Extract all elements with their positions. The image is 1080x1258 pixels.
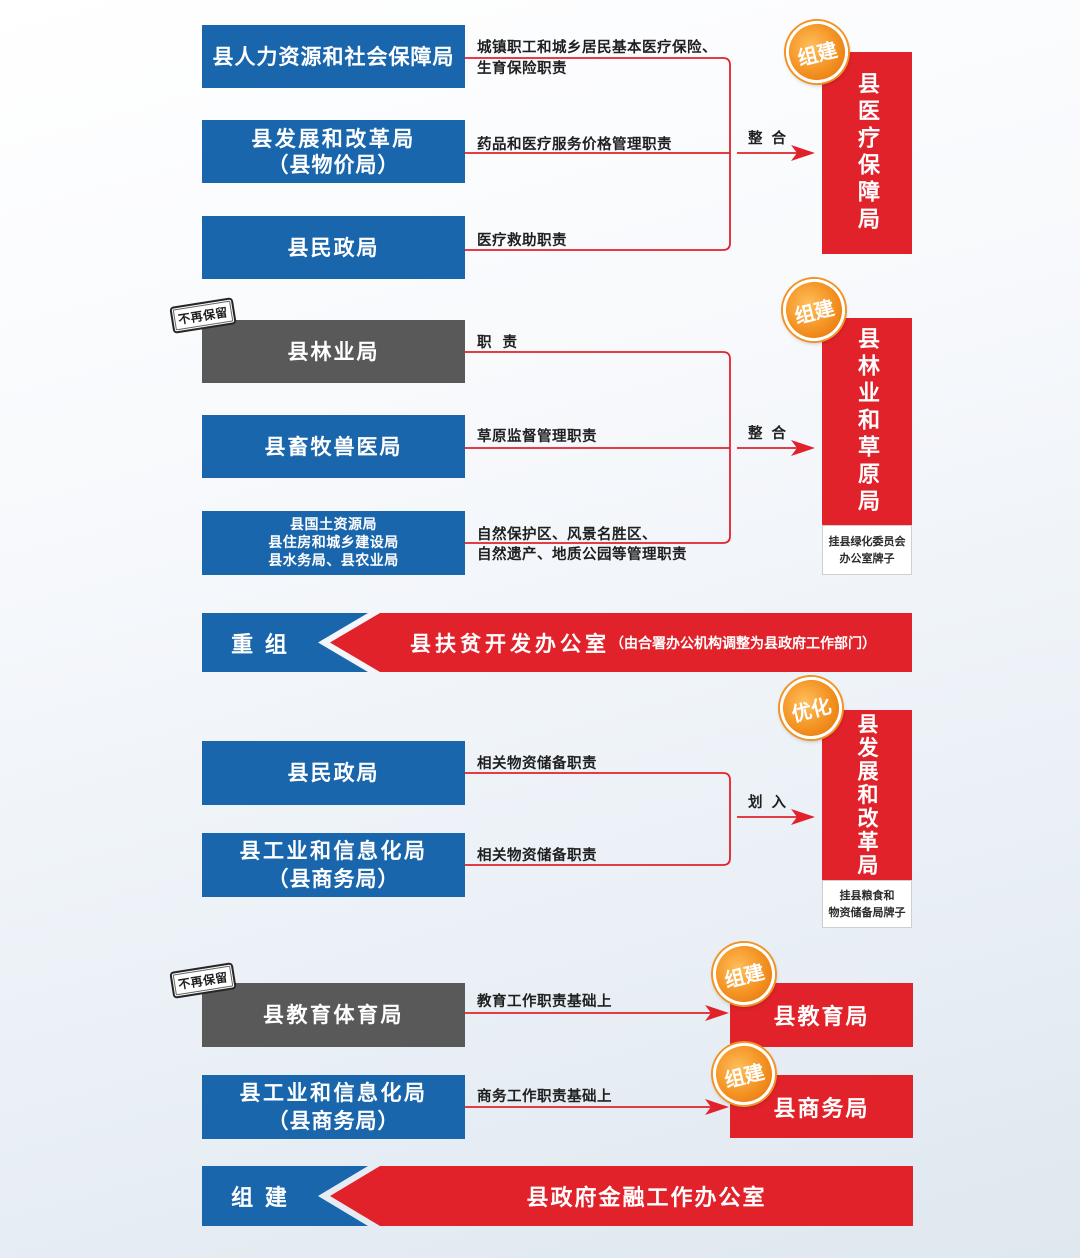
restructure-tag-shape	[202, 613, 368, 672]
right-arrow-icon	[465, 1005, 729, 1021]
target-name: 县教育局	[773, 1004, 870, 1030]
poverty-office-name: 县扶贫开发办公室	[410, 630, 610, 656]
source-name-sub: （县商务局）	[267, 866, 400, 891]
source-name: 县工业和信息化局	[239, 838, 428, 863]
duty-label: 相关物资储备职责	[477, 848, 597, 864]
source-box-industry-it: 县工业和信息化局 （县商务局）	[202, 1075, 465, 1139]
duty-label: 城镇职工和城乡居民基本医疗保险、	[477, 40, 717, 56]
target-box-development-reform: 县发展和改革局	[822, 710, 912, 880]
duty-label: 药品和医疗服务价格管理职责	[477, 137, 672, 153]
target-name: 县林业和草原局	[854, 327, 880, 516]
target-note-line: 办公室牌子	[839, 552, 895, 565]
source-box-land-housing-water-agriculture: 县国土资源局 县住房和城乡建设局 县水务局、县农业局	[202, 511, 465, 575]
target-note: 挂县粮食和 物资储备局牌子	[822, 880, 912, 928]
forestry-merge-connector	[465, 351, 731, 544]
source-name: 县发展和改革局	[251, 125, 416, 151]
source-box-civil-affairs: 县民政局	[202, 216, 465, 279]
duty-label: 自然保护区、风景名胜区、	[477, 527, 657, 543]
source-name: 县工业和信息化局	[239, 1080, 428, 1105]
target-note-line: 挂县绿化委员会	[828, 535, 906, 548]
restructure-label: 重 组	[231, 631, 289, 658]
source-name: 县国土资源局	[290, 517, 377, 533]
source-name: 县水务局、县农业局	[268, 553, 399, 569]
target-name: 县医疗保障局	[854, 72, 880, 234]
merge-action-label: 整 合	[748, 131, 789, 147]
right-arrow-icon	[737, 145, 815, 161]
establish-label: 组 建	[231, 1185, 289, 1211]
right-arrow-icon	[737, 809, 815, 825]
duty-label: 生育保险职责	[477, 61, 567, 77]
target-box-commerce: 县商务局	[730, 1075, 913, 1138]
source-box-education-sports: 县教育体育局	[202, 983, 465, 1047]
merge-action-label: 整 合	[748, 426, 789, 442]
right-arrow-icon	[465, 1099, 729, 1115]
duty-label: 草原监督管理职责	[477, 429, 597, 445]
duty-label: 相关物资储备职责	[477, 756, 597, 772]
target-box-forestry-grassland: 县林业和草原局	[822, 318, 912, 525]
transfer-action-label: 划 入	[748, 795, 789, 811]
target-name: 县发展和改革局	[855, 712, 880, 878]
source-name: 县畜牧兽医局	[264, 433, 403, 459]
source-name-sub: （县物价局）	[267, 151, 400, 177]
duty-label: 自然遗产、地质公园等管理职责	[477, 547, 687, 563]
poverty-office-note: （由合署办公机构调整为县政府工作部门）	[610, 635, 876, 652]
source-box-industry-it: 县工业和信息化局 （县商务局）	[202, 833, 465, 897]
source-box-development-reform: 县发展和改革局 （县物价局）	[202, 120, 465, 183]
source-name: 县民政局	[287, 760, 380, 785]
left-arrow-icon	[330, 613, 912, 672]
poverty-office-banner: 县扶贫开发办公室 （由合署办公机构调整为县政府工作部门）	[410, 613, 876, 672]
source-box-animal-husbandry: 县畜牧兽医局	[202, 415, 465, 478]
establish-tag-shape	[202, 1166, 368, 1226]
source-name: 县人力资源和社会保障局	[212, 43, 455, 69]
finance-office-name: 县政府金融工作办公室	[526, 1185, 767, 1211]
left-arrow-icon	[330, 1166, 913, 1226]
source-name: 县住房和城乡建设局	[268, 535, 399, 551]
duty-label: 商务工作职责基础上	[477, 1089, 612, 1105]
duty-label: 医疗救助职责	[477, 233, 567, 249]
target-note: 挂县绿化委员会 办公室牌子	[822, 525, 912, 575]
source-box-civil-affairs: 县民政局	[202, 741, 465, 805]
source-box-forestry: 县林业局	[202, 320, 465, 383]
right-arrow-icon	[737, 440, 815, 456]
target-note-line: 挂县粮食和	[839, 889, 895, 902]
source-name: 县林业局	[287, 338, 380, 364]
target-box-medical-security: 县医疗保障局	[822, 52, 912, 254]
target-note-line: 物资储备局牌子	[828, 906, 906, 919]
source-name-sub: （县商务局）	[267, 1108, 400, 1133]
source-name: 县教育体育局	[263, 1002, 404, 1027]
target-name: 县商务局	[773, 1095, 870, 1122]
duty-label: 教育工作职责基础上	[477, 994, 612, 1010]
source-box-hr-social-security: 县人力资源和社会保障局	[202, 25, 465, 88]
duty-label: 职 责	[477, 335, 521, 351]
finance-office-banner: 县政府金融工作办公室	[380, 1166, 913, 1226]
source-name: 县民政局	[287, 234, 380, 260]
development-transfer-connector	[465, 772, 731, 866]
medical-merge-connector	[465, 57, 731, 251]
